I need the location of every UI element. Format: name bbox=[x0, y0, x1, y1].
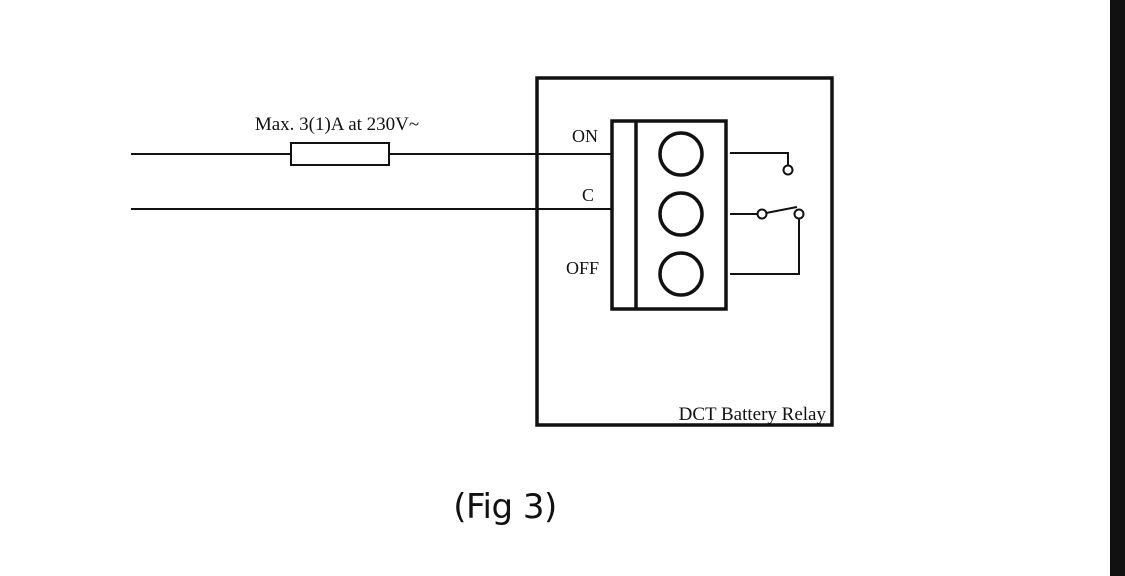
relay-switch-symbol bbox=[730, 152, 805, 275]
terminal-on-label: ON bbox=[572, 126, 598, 146]
terminal-screw-on bbox=[658, 131, 704, 177]
relay-enclosure bbox=[535, 76, 834, 427]
terminal-screw-c bbox=[658, 191, 704, 237]
terminal-off-label: OFF bbox=[566, 258, 599, 278]
fuse-rating-label: Max. 3(1)A at 230V~ bbox=[255, 114, 419, 135]
figure-caption: (Fig 3) bbox=[453, 487, 557, 527]
terminal-screw-off bbox=[658, 251, 704, 297]
fuse-symbol bbox=[290, 142, 390, 166]
terminal-c-label: C bbox=[582, 185, 594, 205]
device-name-label: DCT Battery Relay bbox=[679, 404, 827, 425]
window-edge-bar bbox=[1110, 0, 1125, 576]
